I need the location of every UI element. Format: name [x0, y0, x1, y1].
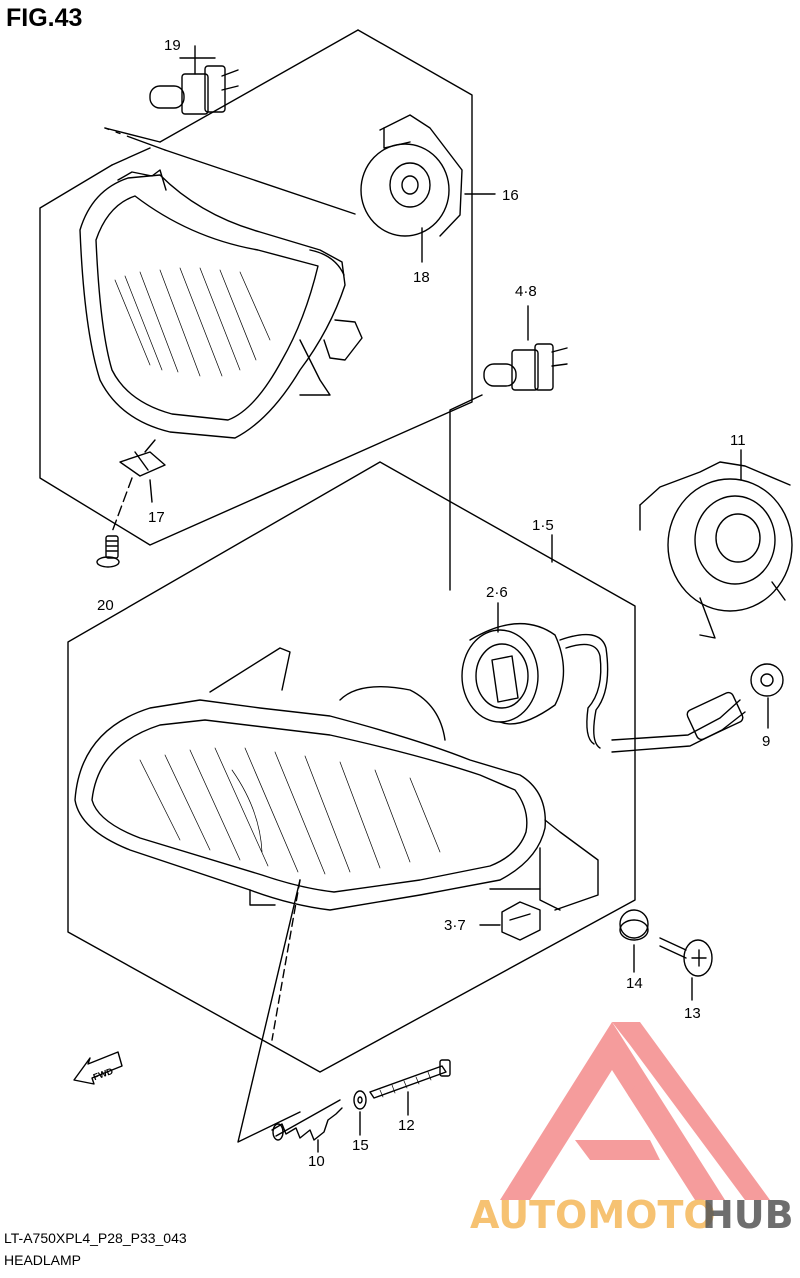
watermark-text-automoto: AUTOMOTO — [470, 1193, 716, 1237]
callout-2-6: 2·6 — [486, 584, 508, 601]
figure-title: FIG.43 — [6, 4, 83, 32]
part-10-spring — [271, 1099, 343, 1153]
callout-20: 20 — [97, 597, 114, 614]
upper-headlamp-housing — [79, 169, 363, 439]
part-11-ring — [639, 449, 793, 639]
upper-assembly-border — [39, 29, 473, 546]
callout-19: 19 — [164, 37, 181, 54]
callout-12: 12 — [398, 1117, 415, 1134]
callout-17: 17 — [148, 509, 165, 526]
part-20-screw — [96, 477, 133, 568]
callout-18: 18 — [413, 269, 430, 286]
watermark-text-hub: HUB — [702, 1193, 794, 1237]
callout-10: 10 — [308, 1153, 325, 1170]
part-4-8-bulb — [449, 305, 568, 591]
footer-code: LT-A750XPL4_P28_P33_043 — [4, 1230, 187, 1246]
part-17-clip — [119, 439, 166, 503]
part-2-6-socket — [461, 602, 746, 753]
watermark-logo — [500, 1022, 770, 1200]
callout-13: 13 — [684, 1005, 701, 1022]
part-13-screw — [659, 937, 713, 1001]
callout-15: 15 — [352, 1137, 369, 1154]
lower-assembly-border — [67, 461, 636, 1073]
lower-headlamp-housing — [74, 647, 599, 911]
part-12-bolt — [369, 1059, 451, 1116]
callout-9: 9 — [762, 733, 770, 750]
part-19-bulb — [149, 45, 239, 115]
part-9-grommet — [750, 663, 784, 729]
part-14-grommet — [619, 909, 649, 973]
callout-3-7: 3·7 — [444, 917, 466, 934]
callout-11: 11 — [730, 432, 746, 449]
callout-16: 16 — [502, 187, 519, 204]
part-16-cover — [360, 114, 496, 263]
part-3-7-clip — [479, 901, 541, 941]
callout-1-5: 1·5 — [532, 517, 554, 534]
leader-lines — [237, 879, 301, 1143]
footer-name: HEADLAMP — [4, 1252, 82, 1268]
callout-14: 14 — [626, 975, 643, 992]
fwd-arrow-icon — [73, 1051, 123, 1085]
callout-4-8: 4·8 — [515, 283, 537, 300]
part-15-washer — [353, 1090, 367, 1136]
